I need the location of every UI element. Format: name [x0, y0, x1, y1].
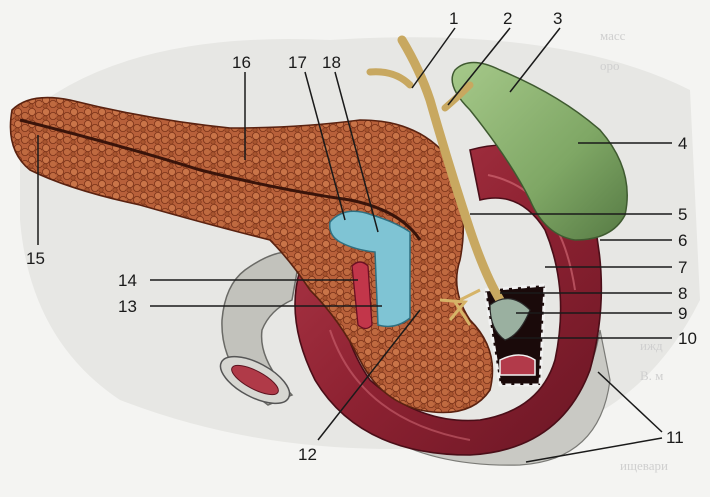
label-15: 15 [26, 249, 45, 268]
label-1: 1 [449, 9, 458, 28]
gallbladder [451, 61, 628, 241]
svg-text:ищевари: ищевари [620, 458, 668, 473]
pancreas [9, 96, 494, 414]
svg-text:масс: масс [600, 28, 626, 43]
label-3: 3 [553, 9, 562, 28]
leader-lines [37, 27, 672, 463]
label-6: 6 [678, 231, 687, 250]
hepatic-duct-branch [366, 68, 414, 89]
major-papilla [489, 298, 531, 341]
cystic-duct [441, 81, 474, 112]
label-2: 2 [503, 9, 512, 28]
label-12: 12 [298, 445, 317, 464]
label-8: 8 [678, 284, 687, 303]
mesenteric-artery [351, 261, 373, 330]
label-17: 17 [288, 53, 307, 72]
label-9: 9 [678, 304, 687, 323]
label-18: 18 [322, 53, 341, 72]
label-11: 11 [666, 428, 684, 447]
label-14: 14 [118, 271, 137, 290]
label-13: 13 [118, 297, 137, 316]
label-7: 7 [678, 258, 687, 277]
label-5: 5 [678, 205, 687, 224]
svg-text:В. м: В. м [640, 368, 663, 383]
intestine-loop [219, 251, 301, 406]
number-labels: 1 2 3 4 5 6 7 8 9 10 11 12 13 14 15 16 1… [26, 9, 697, 464]
svg-text:ижд: ижд [640, 338, 663, 353]
pancreatic-duct-branches [439, 288, 481, 326]
label-16: 16 [232, 53, 251, 72]
label-10: 10 [678, 329, 697, 348]
pancreatic-duct [19, 118, 422, 241]
label-4: 4 [678, 134, 687, 153]
svg-text:оро: оро [600, 58, 620, 73]
portal-vein [328, 210, 411, 328]
common-bile-duct [397, 35, 505, 305]
